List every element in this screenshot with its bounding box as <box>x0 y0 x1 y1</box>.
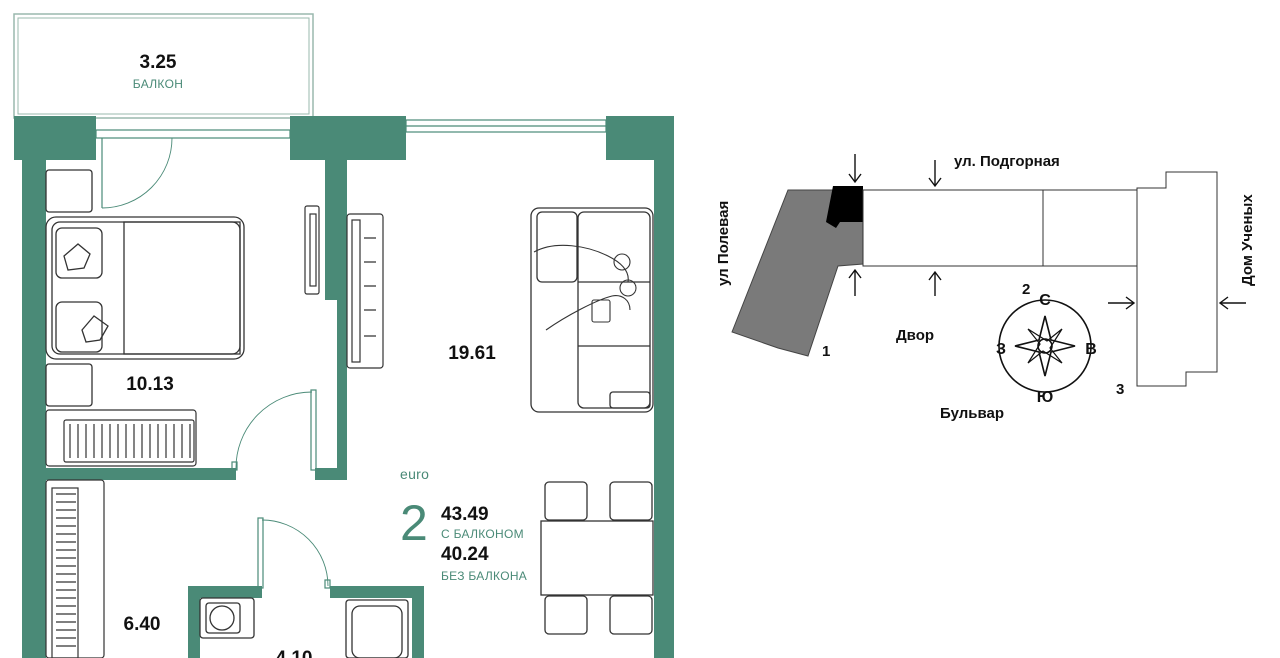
section-2-label: 2 <box>1022 281 1030 298</box>
bedroom-area: 10.13 <box>126 374 174 395</box>
total-with-balcony: 43.49 <box>441 504 489 525</box>
hallway-area: 6.40 <box>124 614 161 635</box>
people-illustration <box>533 244 637 331</box>
apartment-plan: 3.25 БАЛКОН 10.13 19.61 6.40 4.10 euro 2… <box>13 13 674 658</box>
walls <box>14 116 674 658</box>
balcony-area: 3.25 <box>140 52 177 73</box>
apartment-marker[interactable] <box>826 186 863 228</box>
building-1[interactable] <box>731 189 864 357</box>
site-plan: ул. Подгорная ул Полевая Дом Ученых Двор… <box>715 153 1256 422</box>
window-living <box>405 119 607 133</box>
street-top-label: ул. Подгорная <box>954 153 1060 170</box>
building-right-label: Дом Ученых <box>1239 194 1256 286</box>
nightstand-top <box>45 169 93 213</box>
dining-table <box>540 481 654 635</box>
bed <box>45 216 245 360</box>
compass-east: В <box>1085 341 1097 358</box>
living-area: 19.61 <box>448 343 496 364</box>
hallway-wardrobe <box>45 479 105 658</box>
bathroom-door[interactable] <box>257 517 331 589</box>
section-3-label: 3 <box>1116 381 1124 398</box>
compass-west: З <box>996 341 1006 358</box>
without-balcony-label: БЕЗ БАЛКОНА <box>441 569 527 583</box>
compass-rose-icon <box>998 299 1092 393</box>
nightstand-bottom <box>45 363 93 407</box>
with-balcony-label: С БАЛКОНОМ <box>441 527 524 541</box>
washing-machine <box>199 597 255 639</box>
compass-north: С <box>1039 292 1051 309</box>
street-left-label: ул Полевая <box>715 201 732 286</box>
building-2[interactable] <box>862 189 1138 267</box>
bathtub <box>345 599 409 658</box>
type-label: euro <box>400 466 429 482</box>
bedroom-tv <box>304 205 320 295</box>
rooms-count: 2 <box>400 495 428 551</box>
compass-south: Ю <box>1037 389 1054 406</box>
balcony[interactable] <box>13 13 314 119</box>
balcony-label: БАЛКОН <box>133 77 183 91</box>
tv-stand <box>346 213 384 369</box>
boulevard-label: Бульвар <box>940 405 1004 422</box>
courtyard-label: Двор <box>896 327 934 344</box>
bathroom-area: 4.10 <box>276 648 313 658</box>
total-without-balcony: 40.24 <box>441 544 489 565</box>
building-3[interactable] <box>1136 171 1218 387</box>
section-1-label: 1 <box>822 343 830 360</box>
bedroom-radiator <box>45 409 197 467</box>
balcony-door[interactable] <box>95 129 291 209</box>
entrance-arrows <box>848 154 1246 310</box>
bedroom-door[interactable] <box>231 389 317 471</box>
